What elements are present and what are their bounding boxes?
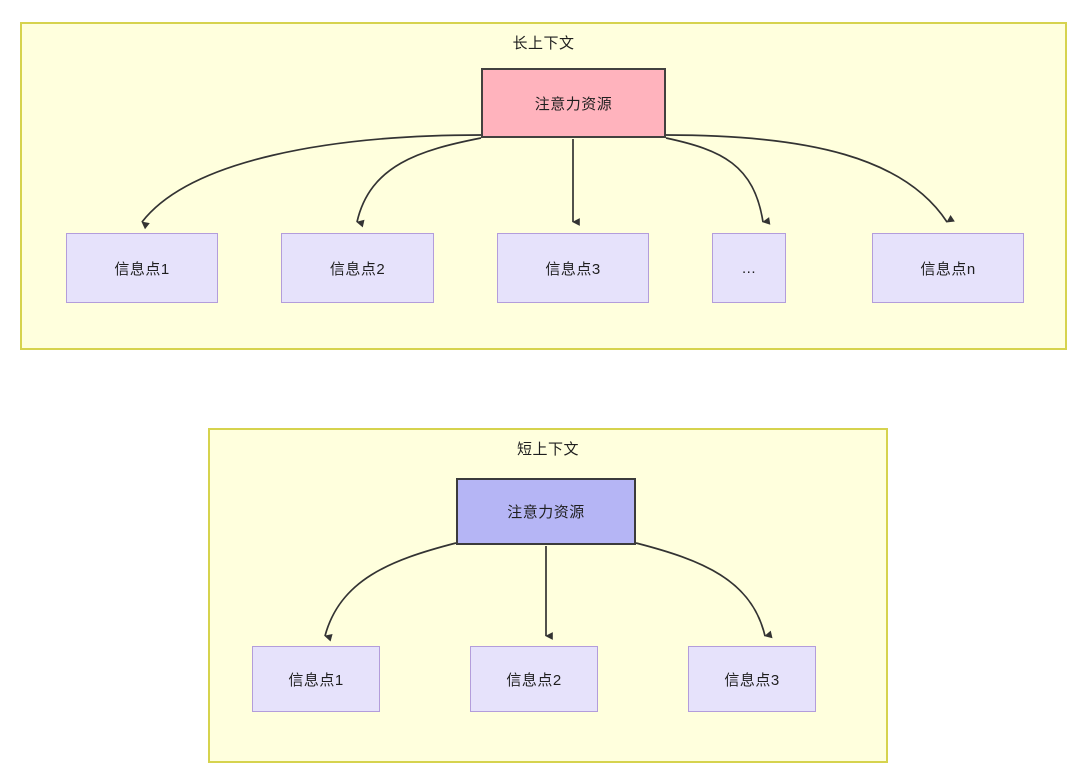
node-long-info-2[interactable]: 信息点2 [281,233,434,303]
node-label: 注意力资源 [507,504,585,521]
node-long-info-n[interactable]: 信息点n [872,233,1024,303]
group-short-context-title: 短上下文 [516,441,579,458]
node-long-info-1[interactable]: 信息点1 [66,233,218,303]
node-label: 信息点2 [506,671,562,689]
node-short-info-1[interactable]: 信息点1 [252,646,380,712]
node-label: 信息点3 [545,260,601,278]
node-long-attention-resource[interactable]: 注意力资源 [481,68,666,138]
node-label: 信息点n [920,260,976,278]
node-label: 信息点2 [329,260,386,278]
node-short-attention-resource[interactable]: 注意力资源 [456,478,636,545]
node-label: 信息点1 [114,260,170,278]
node-label: 信息点3 [724,671,780,689]
node-label: ... [741,259,756,277]
node-long-info-3[interactable]: 信息点3 [497,233,649,303]
node-short-info-3[interactable]: 信息点3 [688,646,816,712]
node-short-info-2[interactable]: 信息点2 [470,646,598,712]
node-label: 注意力资源 [534,95,613,113]
node-label: 信息点1 [288,671,344,689]
group-long-context-title: 长上下文 [512,35,575,52]
node-long-info-ellipsis[interactable]: ... [712,233,786,303]
